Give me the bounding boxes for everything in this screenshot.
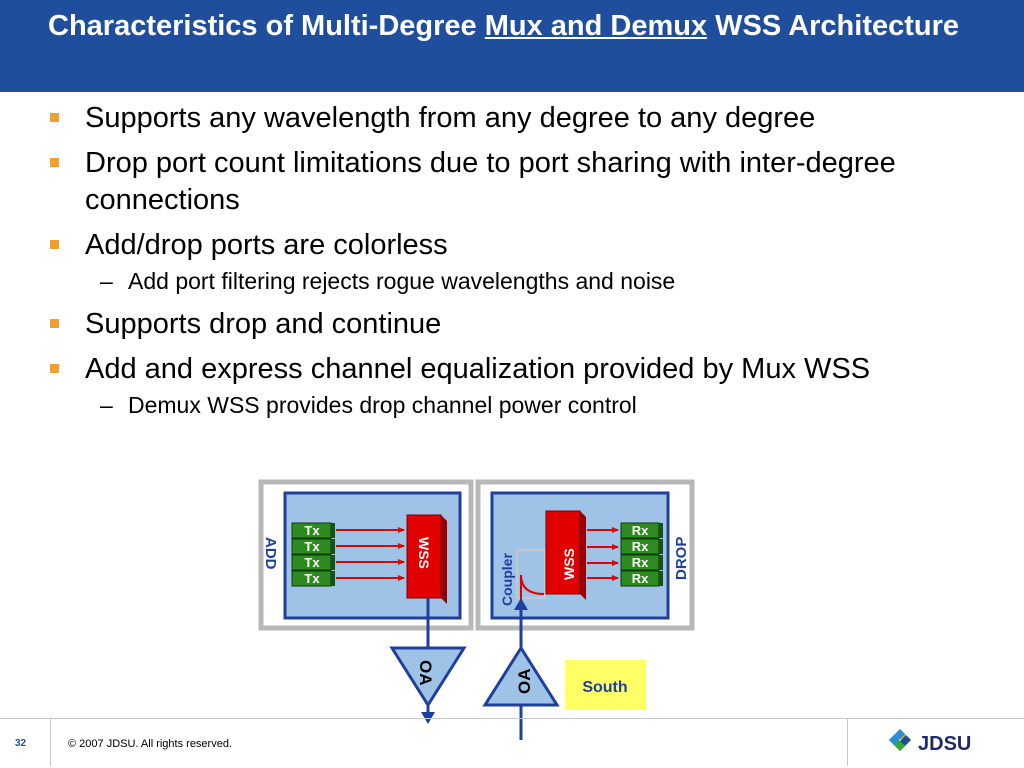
- coupler: [516, 549, 546, 640]
- coupler-label: Coupler: [499, 553, 515, 606]
- footer-divider: [0, 718, 1024, 719]
- bullet-marker: [50, 113, 59, 122]
- tx-label-2: Tx: [304, 539, 320, 554]
- drop-arrows: [587, 527, 619, 581]
- tx-3: Tx: [291, 554, 335, 571]
- tx-label-4: Tx: [304, 571, 320, 586]
- rx-1: Rx: [620, 522, 663, 539]
- footer-tick-right: [847, 718, 848, 766]
- oa-output-label: OA: [416, 660, 435, 686]
- bullet-marker: [50, 158, 59, 167]
- demux-wss-label: WSS: [561, 548, 577, 580]
- oa-input-amplifier: OA: [482, 645, 560, 707]
- rx-label-1: Rx: [632, 523, 649, 538]
- demux-wss-block: WSS: [545, 510, 586, 600]
- sub-bullet-item: –Add port filtering rejects rogue wavele…: [48, 266, 1008, 296]
- rx-4: Rx: [620, 570, 663, 587]
- bullet-marker: [50, 364, 59, 373]
- bullet-item: Add/drop ports are colorless: [48, 227, 1008, 264]
- drop-label: DROP: [673, 537, 690, 580]
- jdsu-logo: JDSU: [889, 729, 971, 755]
- add-arrows: [336, 527, 405, 581]
- title-post: WSS Architecture: [707, 10, 960, 42]
- rx-2: Rx: [620, 538, 663, 555]
- sub-bullet-text: Demux WSS provides drop channel power co…: [128, 392, 637, 418]
- tx-2: Tx: [291, 538, 335, 555]
- bullet-item: Drop port count limitations due to port …: [48, 145, 1008, 219]
- sub-bullet-dash: –: [100, 268, 113, 294]
- title-link[interactable]: Mux and Demux: [484, 10, 708, 42]
- sub-bullet-dash: –: [100, 392, 113, 418]
- tx-4: Tx: [291, 570, 335, 587]
- bullet-list: Supports any wavelength from any degree …: [48, 100, 1008, 430]
- bullet-marker: [50, 319, 59, 328]
- title-pre: Characteristics of Multi-Degree: [48, 10, 485, 42]
- bullet-marker: [50, 240, 59, 249]
- title-bar: [0, 0, 1024, 92]
- bullet-text: Supports drop and continue: [85, 308, 442, 340]
- bullet-item: Supports drop and continue: [48, 306, 1008, 343]
- bullet-item: Add and express channel equalization pro…: [48, 351, 1008, 388]
- rx-3: Rx: [620, 554, 663, 571]
- sub-bullet-text: Add port filtering rejects rogue wavelen…: [128, 268, 676, 294]
- rx-stack: Rx Rx Rx Rx: [620, 522, 663, 587]
- page-number: 32: [15, 738, 27, 749]
- slide-title: Characteristics of Multi-Degree Mux and …: [48, 6, 998, 46]
- mux-wss-label: WSS: [416, 537, 432, 569]
- mux-wss-block: WSS: [406, 514, 447, 604]
- rx-label-4: Rx: [632, 571, 649, 586]
- jdsu-logo-icon: [889, 729, 911, 751]
- bullet-text: Add and express channel equalization pro…: [85, 353, 871, 385]
- south-label: South: [582, 679, 627, 696]
- tx-1: Tx: [291, 522, 335, 539]
- south-label-box: South: [565, 660, 646, 710]
- rx-label-2: Rx: [632, 539, 649, 554]
- bullet-item: Supports any wavelength from any degree …: [48, 100, 1008, 137]
- tx-label-3: Tx: [304, 555, 320, 570]
- oa-output-amplifier: OA: [389, 646, 467, 708]
- rx-label-3: Rx: [632, 555, 649, 570]
- tx-stack: Tx Tx Tx Tx: [291, 522, 335, 587]
- sub-bullet-item: –Demux WSS provides drop channel power c…: [48, 390, 1008, 420]
- footer-tick-left: [50, 718, 51, 766]
- jdsu-logo-text: JDSU: [918, 733, 971, 755]
- copyright-text: © 2007 JDSU. All rights reserved.: [68, 738, 233, 750]
- tx-label-1: Tx: [304, 523, 320, 538]
- bullet-text: Drop port count limitations due to port …: [85, 147, 896, 216]
- bullet-text: Supports any wavelength from any degree …: [85, 102, 816, 134]
- add-label: ADD: [262, 537, 279, 570]
- oa-input-label: OA: [515, 669, 534, 695]
- bullet-text: Add/drop ports are colorless: [85, 229, 448, 261]
